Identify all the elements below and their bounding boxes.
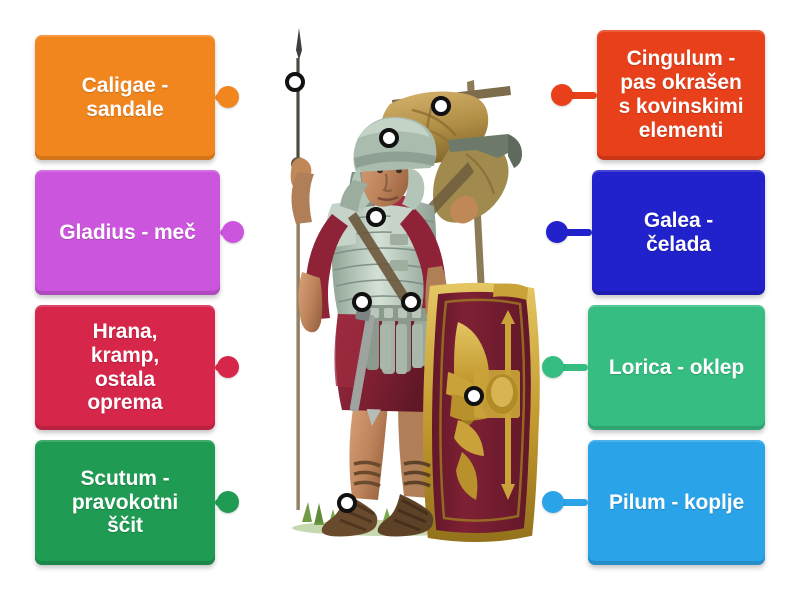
connector-line-cingulum (562, 91, 597, 99)
connector-knob-cingulum[interactable] (551, 84, 573, 106)
galea-helmet (340, 116, 437, 212)
connector-line-lorica (553, 363, 588, 371)
caligae-sandals (321, 460, 434, 537)
label-box-hrana[interactable]: Hrana, kramp, ostala oprema (35, 305, 215, 430)
hotspot-gladius[interactable] (352, 292, 372, 312)
connector-knob-hrana[interactable] (217, 356, 239, 378)
dolabra-pickaxe (448, 134, 522, 168)
connector-line-galea (557, 228, 592, 236)
hotspot-cingulum[interactable] (401, 292, 421, 312)
label-text-caligae: Caligae - sandale (81, 73, 169, 121)
label-text-galea: Galea - čelada (643, 208, 714, 256)
hotspot-pilum-shaft[interactable] (285, 72, 305, 92)
connector-knob-scutum[interactable] (217, 491, 239, 513)
connector-line-pilum (553, 498, 588, 506)
label-text-lorica: Lorica - oklep (608, 355, 745, 379)
label-box-scutum[interactable]: Scutum - pravokotni ščit (35, 440, 215, 565)
hotspot-scutum[interactable] (464, 386, 484, 406)
label-text-cingulum: Cingulum - pas okrašen s kovinskimi elem… (618, 47, 744, 142)
pilum-spear (291, 28, 305, 510)
hotspot-sarcina[interactable] (431, 96, 451, 116)
label-text-hrana: Hrana, kramp, ostala oprema (87, 319, 163, 415)
arms (290, 157, 479, 333)
label-text-scutum: Scutum - pravokotni ščit (71, 466, 179, 538)
connector-knob-caligae[interactable] (217, 86, 239, 108)
connector-knob-galea[interactable] (546, 221, 568, 243)
label-box-pilum[interactable]: Pilum - koplje (588, 440, 765, 565)
cingulum-belt (366, 305, 438, 374)
label-box-cingulum[interactable]: Cingulum - pas okrašen s kovinskimi elem… (597, 30, 765, 160)
label-text-pilum: Pilum - koplje (608, 490, 745, 514)
hotspot-galea[interactable] (379, 128, 399, 148)
connector-knob-lorica[interactable] (542, 356, 564, 378)
hotspot-caligae[interactable] (337, 493, 357, 513)
label-text-gladius: Gladius - meč (59, 220, 196, 244)
connector-knob-pilum[interactable] (542, 491, 564, 513)
label-box-gladius[interactable]: Gladius - meč (35, 170, 220, 295)
scutum-shield (423, 282, 540, 543)
hotspot-lorica[interactable] (366, 207, 386, 227)
label-box-caligae[interactable]: Caligae - sandale (35, 35, 215, 160)
roman-legionary-illustration (262, 22, 552, 562)
connector-knob-gladius[interactable] (222, 221, 244, 243)
label-box-lorica[interactable]: Lorica - oklep (588, 305, 765, 430)
label-box-galea[interactable]: Galea - čelada (592, 170, 765, 295)
